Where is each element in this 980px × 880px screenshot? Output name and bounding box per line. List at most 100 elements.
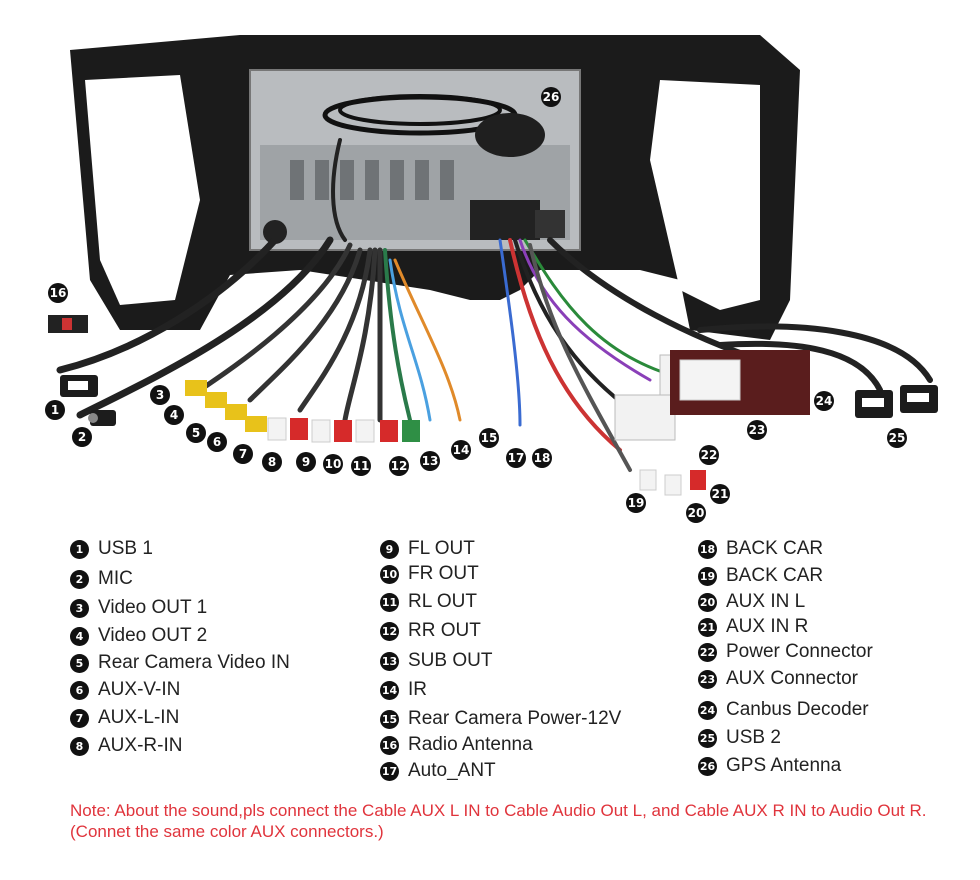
legend-number-badge: 21 <box>698 617 717 637</box>
legend-number-badge: 12 <box>380 621 399 641</box>
legend-label: Auto_ANT <box>408 760 496 781</box>
legend-item: 1 USB 1 <box>70 538 153 560</box>
legend-label: BACK CAR <box>726 565 824 586</box>
callout-5: 5 <box>192 426 200 440</box>
legend-number-badge: 3 <box>70 598 89 618</box>
legend-number-badge: 22 <box>698 642 717 662</box>
legend-item: 8 AUX-R-IN <box>70 735 182 757</box>
callout-16: 16 <box>50 286 67 300</box>
callout-20: 20 <box>688 506 705 520</box>
callout-26: 26 <box>543 90 560 104</box>
callout-3: 3 <box>156 388 164 402</box>
callout-15: 15 <box>481 431 498 445</box>
legend-number-badge: 18 <box>698 539 717 559</box>
legend-label: AUX IN L <box>726 591 806 612</box>
legend-label: FR OUT <box>408 563 479 584</box>
legend-item: 21 AUX IN R <box>698 616 808 638</box>
callout-6: 6 <box>213 435 221 449</box>
legend-item: 3 Video OUT 1 <box>70 597 207 619</box>
sound-note: Note: About the sound,pls connect the Ca… <box>70 801 927 841</box>
legend-label: RL OUT <box>408 591 477 612</box>
legend-item: 15 Rear Camera Power-12V <box>380 708 621 730</box>
legend-number-badge: 7 <box>70 708 89 728</box>
legend-item: 20 AUX IN L <box>698 591 805 613</box>
callout-12: 12 <box>391 459 408 473</box>
legend-label: Rear Camera Power-12V <box>408 708 622 729</box>
legend-item: 17 Auto_ANT <box>380 760 496 782</box>
legend-number-badge: 13 <box>380 651 399 671</box>
callout-4: 4 <box>170 408 178 422</box>
legend-item: 2 MIC <box>70 568 133 590</box>
legend-number-badge: 15 <box>380 709 399 729</box>
legend-number-badge: 20 <box>698 592 717 612</box>
legend-number-badge: 19 <box>698 566 717 586</box>
legend-item: 7 AUX-L-IN <box>70 707 179 729</box>
legend-number-badge: 16 <box>380 735 399 755</box>
callout-25: 25 <box>889 431 906 445</box>
legend-number-badge: 6 <box>70 680 89 700</box>
legend-label: IR <box>408 679 427 700</box>
legend-label: USB 2 <box>726 727 781 748</box>
callout-7: 7 <box>239 447 247 461</box>
legend-number-badge: 10 <box>380 564 399 584</box>
legend-number-badge: 25 <box>698 728 717 748</box>
legend-label: Power Connector <box>726 641 873 662</box>
wiring-photo: 1 2 3 4 5 6 7 8 9 10 11 12 13 14 15 16 1… <box>45 35 938 523</box>
callout-badges: 1 2 3 4 5 6 7 8 9 10 11 12 13 14 15 16 1… <box>45 87 907 523</box>
legend-item: 14 IR <box>380 679 427 701</box>
legend-number-badge: 2 <box>70 569 89 589</box>
legend-item: 10 FR OUT <box>380 563 479 585</box>
legend-item: 25 USB 2 <box>698 727 781 749</box>
callout-11: 11 <box>353 459 370 473</box>
legend-label: Video OUT 1 <box>98 597 208 618</box>
legend-number-badge: 8 <box>70 736 89 756</box>
callout-10: 10 <box>325 457 342 471</box>
legend-label: BACK CAR <box>726 538 824 559</box>
legend-item: 5 Rear Camera Video IN <box>70 652 290 674</box>
legend-number-badge: 9 <box>380 539 399 559</box>
callout-24: 24 <box>816 394 833 408</box>
legend-item: 18 BACK CAR <box>698 538 823 560</box>
legend-label: RR OUT <box>408 620 481 641</box>
callout-1: 1 <box>51 403 59 417</box>
callout-23: 23 <box>749 423 766 437</box>
legend-number-badge: 1 <box>70 539 89 559</box>
legend-number-badge: 4 <box>70 626 89 646</box>
legend-label: Rear Camera Video IN <box>98 652 290 673</box>
legend-item: 24 Canbus Decoder <box>698 699 869 721</box>
legend-label: MIC <box>98 568 133 589</box>
callout-8: 8 <box>268 455 276 469</box>
legend-label: Video OUT 2 <box>98 625 208 646</box>
callout-21: 21 <box>712 487 729 501</box>
legend-label: USB 1 <box>98 538 153 559</box>
callout-14: 14 <box>453 443 470 457</box>
legend-label: AUX-L-IN <box>98 707 180 728</box>
legend-label: AUX Connector <box>726 668 859 689</box>
legend-number-badge: 14 <box>380 680 399 700</box>
legend-number-badge: 5 <box>70 653 89 673</box>
legend-label: Canbus Decoder <box>726 699 869 720</box>
callout-13: 13 <box>422 454 439 468</box>
legend-item: 22 Power Connector <box>698 641 873 663</box>
legend-number-badge: 17 <box>380 761 399 781</box>
legend-number-badge: 23 <box>698 669 717 689</box>
legend-number-badge: 24 <box>698 700 717 720</box>
legend-number-badge: 26 <box>698 756 717 776</box>
legend-item: 19 BACK CAR <box>698 565 823 587</box>
legend-label: GPS Antenna <box>726 755 842 776</box>
callout-18: 18 <box>534 451 551 465</box>
callout-9: 9 <box>302 455 310 469</box>
legend-item: 26 GPS Antenna <box>698 755 841 777</box>
legend-label: AUX-R-IN <box>98 735 183 756</box>
legend-item: 4 Video OUT 2 <box>70 625 207 647</box>
legend-item: 23 AUX Connector <box>698 668 858 690</box>
legend-item: 12 RR OUT <box>380 620 481 642</box>
callout-17: 17 <box>508 451 525 465</box>
callout-2: 2 <box>78 430 86 444</box>
legend-label: AUX IN R <box>726 616 809 637</box>
